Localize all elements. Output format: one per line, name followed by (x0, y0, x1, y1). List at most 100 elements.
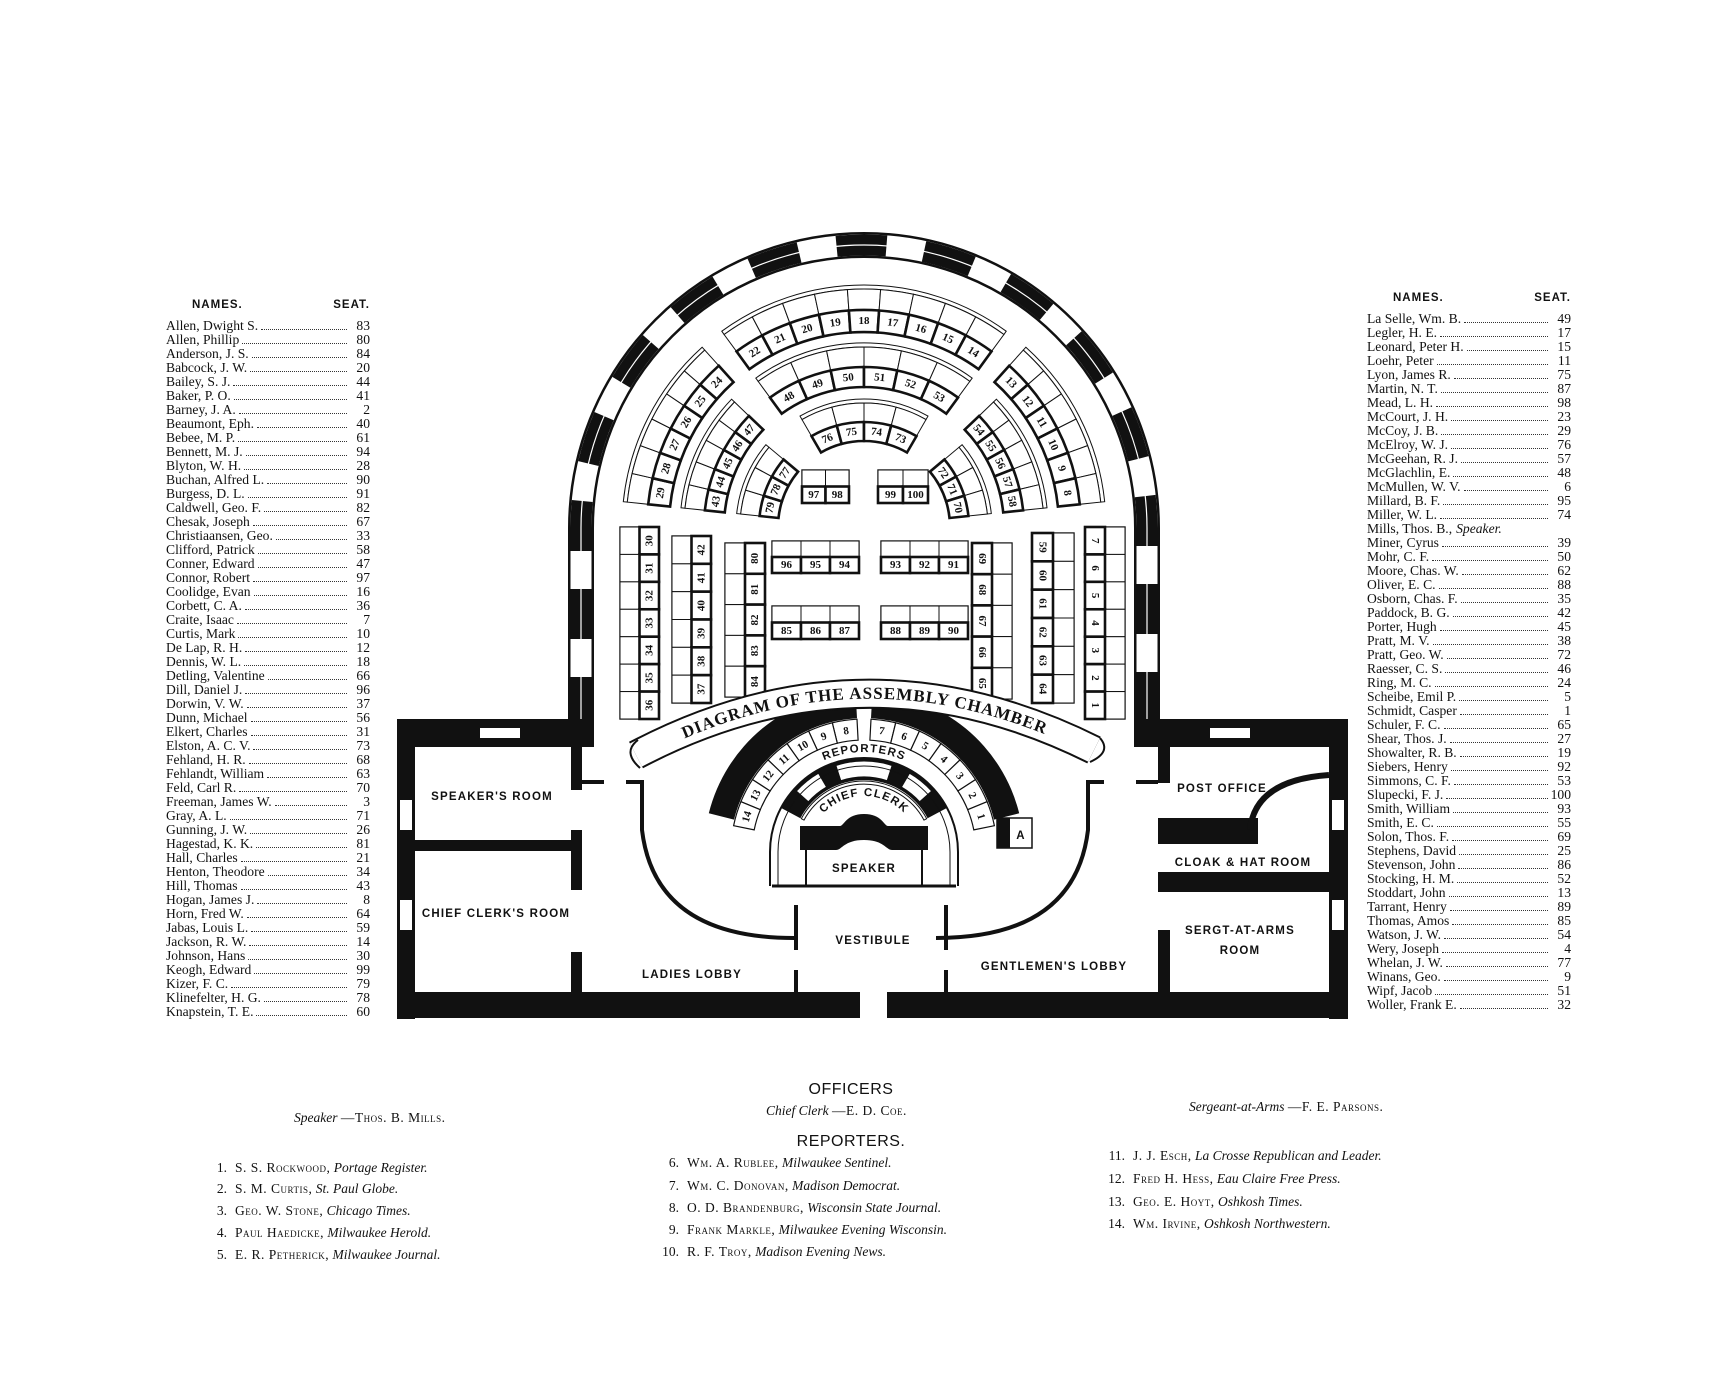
seat-desk (902, 469, 929, 487)
seat[interactable]: 49 (790, 350, 837, 401)
seat-cell (998, 487, 1025, 514)
seat-number: 57 (1000, 475, 1015, 490)
seat[interactable]: 66 (970, 635, 1013, 670)
seat[interactable]: 5 (1083, 580, 1126, 611)
seat[interactable]: 80 (724, 541, 767, 576)
seat[interactable]: 2 (1083, 662, 1126, 693)
seat[interactable]: 6 (1083, 553, 1126, 584)
seat[interactable]: 22 (723, 316, 775, 372)
seat[interactable]: 97 (800, 469, 827, 505)
seat[interactable]: 77 (754, 446, 800, 488)
seat[interactable]: 4 (1083, 607, 1126, 639)
seat[interactable]: 65 (970, 666, 1013, 701)
seat[interactable]: 31 (619, 553, 661, 584)
seat[interactable]: 93 (879, 540, 912, 575)
seat[interactable]: 45 (695, 439, 744, 479)
seat[interactable]: 59 (1030, 531, 1075, 563)
seat[interactable]: 84 (724, 664, 767, 699)
seat[interactable]: 68 (970, 572, 1013, 607)
seat[interactable]: 39 (671, 618, 713, 649)
member-row: Christiaansen, Geo.33 (166, 529, 370, 543)
seat[interactable]: 37 (671, 673, 713, 705)
seat[interactable]: 1 (1083, 690, 1126, 721)
reporter-seat[interactable]: 8 (831, 718, 859, 744)
seat[interactable]: 33 (619, 607, 661, 639)
seat[interactable]: 79 (740, 489, 784, 520)
seat[interactable]: 19 (813, 289, 852, 338)
member-name: Curtis, Mark (166, 626, 236, 641)
reporter-seat[interactable]: 1 (966, 800, 996, 831)
seat[interactable]: 58 (998, 484, 1044, 514)
seat[interactable]: 42 (671, 534, 713, 566)
seat[interactable]: 9 (1045, 444, 1097, 485)
seat[interactable]: 35 (619, 662, 661, 693)
reporter-seat[interactable]: 14 (732, 800, 762, 831)
seat[interactable]: 92 (908, 540, 941, 575)
seat[interactable]: 18 (846, 288, 882, 334)
seat[interactable]: 64 (1030, 673, 1075, 705)
seat[interactable]: 34 (619, 635, 661, 666)
seat[interactable]: 67 (970, 604, 1013, 638)
reporter-paper: Wisconsin State Journal. (807, 1200, 942, 1215)
dot-leader (1432, 644, 1548, 645)
seat[interactable]: 70 (944, 489, 988, 520)
seat[interactable]: 69 (970, 541, 1013, 576)
member-name: Bailey, S. J. (166, 374, 231, 389)
seat[interactable]: 81 (724, 572, 767, 606)
seat[interactable]: 73 (884, 406, 927, 455)
seat[interactable]: 75 (831, 402, 866, 446)
seat[interactable]: 41 (671, 562, 713, 593)
seat[interactable]: 53 (919, 361, 971, 416)
reporter-seat[interactable]: 12 (751, 759, 785, 792)
seat[interactable]: 99 (876, 469, 905, 505)
seat-desk (1052, 674, 1075, 704)
seat[interactable]: 94 (828, 540, 861, 575)
seat[interactable]: 36 (619, 690, 661, 721)
reporter-seat[interactable]: 13 (740, 778, 771, 811)
seat-number: 19 (829, 316, 842, 329)
seat[interactable]: 24 (683, 349, 736, 401)
dot-leader (1452, 924, 1548, 925)
seat[interactable]: 83 (724, 634, 767, 668)
seat[interactable]: 82 (724, 603, 767, 637)
seat[interactable]: 10 (1035, 418, 1089, 462)
seat[interactable]: 32 (619, 580, 661, 611)
seat[interactable]: 47 (718, 401, 766, 446)
seat[interactable]: 7 (1083, 525, 1126, 556)
seat[interactable]: 40 (671, 590, 713, 621)
seat[interactable]: 61 (1030, 588, 1075, 620)
seat[interactable]: 8 (1052, 472, 1102, 509)
seat[interactable]: 54 (962, 401, 1010, 446)
seat[interactable]: 100 (901, 469, 930, 505)
seat[interactable]: 96 (770, 540, 803, 575)
reporter-seat[interactable]: 3 (943, 759, 977, 792)
seat[interactable]: 87 (828, 605, 861, 641)
seat[interactable]: 74 (862, 402, 897, 446)
seat[interactable]: 48 (757, 361, 809, 416)
seat[interactable]: 50 (826, 346, 866, 392)
seat[interactable]: 30 (619, 525, 661, 556)
reporter-seat[interactable]: 10 (786, 730, 819, 762)
seat[interactable]: 98 (824, 469, 851, 505)
seat[interactable]: 85 (770, 605, 803, 641)
seat[interactable]: 15 (929, 302, 977, 357)
seat[interactable]: 27 (639, 418, 693, 462)
seat[interactable]: 14 (953, 316, 1005, 372)
seat[interactable]: 62 (1030, 616, 1075, 648)
seat[interactable]: 86 (799, 605, 832, 641)
seat[interactable]: 28 (631, 444, 683, 485)
seat[interactable]: 89 (908, 605, 941, 641)
seat[interactable]: 88 (879, 605, 912, 641)
seat[interactable]: 91 (937, 540, 970, 575)
seat[interactable]: 11 (1023, 393, 1077, 441)
seat[interactable]: 51 (862, 346, 902, 392)
seat[interactable]: 63 (1030, 645, 1075, 676)
seat[interactable]: 90 (937, 605, 970, 641)
seat[interactable]: 95 (799, 540, 832, 575)
reporter-seat[interactable]: 9 (807, 722, 839, 751)
seat[interactable]: 38 (671, 646, 713, 677)
seat[interactable]: 3 (1083, 635, 1126, 666)
seat[interactable]: 60 (1030, 560, 1075, 591)
seat[interactable]: 21 (751, 302, 799, 357)
